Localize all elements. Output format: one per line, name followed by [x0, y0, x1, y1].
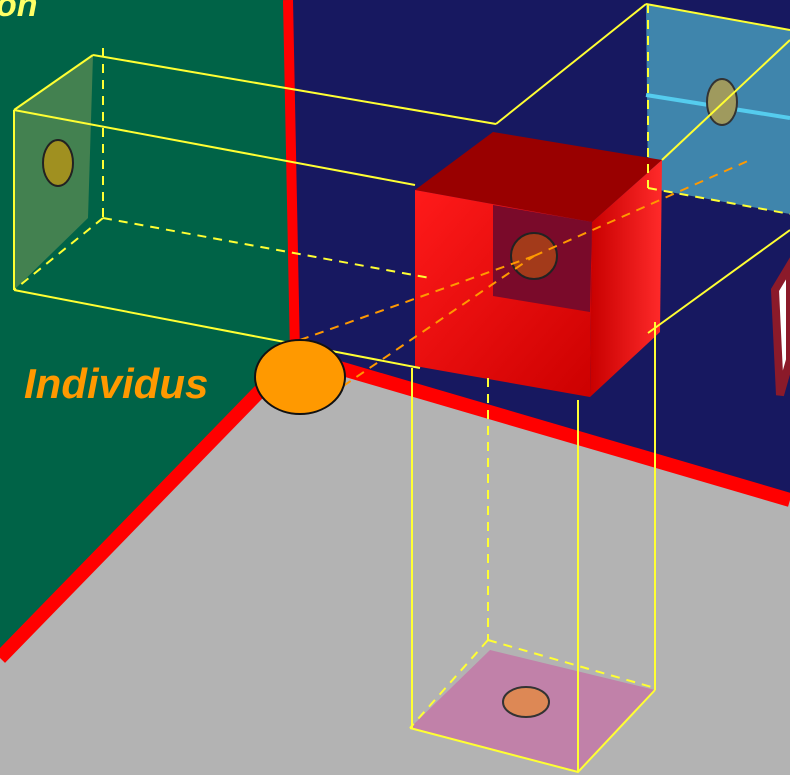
floor-projection-point: [502, 686, 550, 718]
projection-dashed-lines: [13, 4, 790, 729]
cube-top-face: [415, 132, 662, 222]
partial-white-shape: [770, 257, 790, 397]
wall-corner-edge: [283, 0, 300, 356]
individus-label: Individus: [24, 360, 209, 407]
partial-title-text: on: [0, 0, 38, 24]
left-projection-point: [42, 139, 74, 187]
back-projection-point: [706, 78, 738, 126]
individual-connectors: [299, 159, 751, 396]
cube-side-face: [590, 160, 662, 397]
individual-point: [254, 339, 346, 415]
projection-prism-lines: [13, 3, 790, 774]
back-floor-edge: [293, 348, 790, 507]
left-floor-edge: [0, 350, 301, 663]
